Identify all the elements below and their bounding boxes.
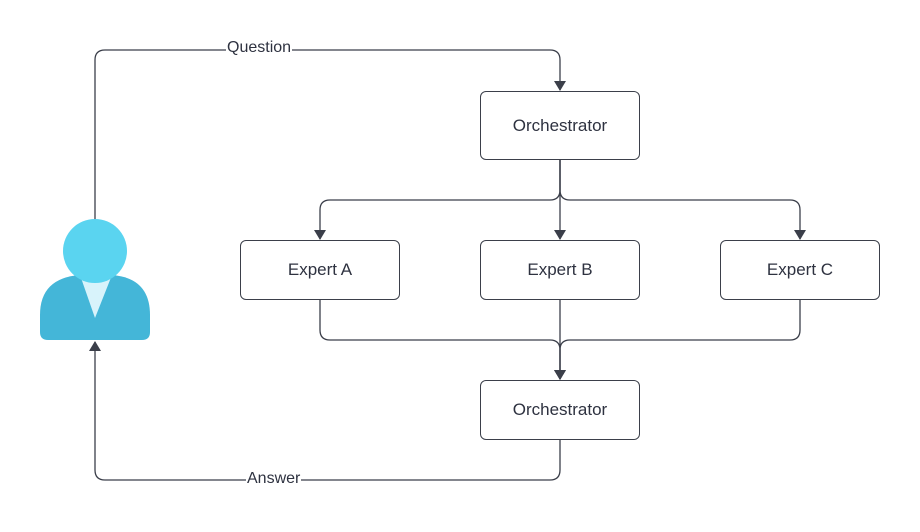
edge-orchestrator-expert-a <box>314 160 561 240</box>
question-label: Question <box>226 39 293 57</box>
expert-b-label: Expert B <box>527 260 593 279</box>
expert-a-label: Expert A <box>287 260 353 279</box>
edge-expert-c-orchestrator <box>554 300 801 380</box>
edge-answer <box>89 341 561 481</box>
expert-c-node: Expert C <box>720 240 880 300</box>
user-head <box>63 219 127 283</box>
user-icon <box>40 219 150 340</box>
expert-b-node: Expert B <box>480 240 640 300</box>
expert-a-node: Expert A <box>240 240 400 300</box>
edge-expert-a-orchestrator <box>319 300 566 380</box>
expert-c-label: Expert C <box>766 260 834 279</box>
edge-orchestrator-expert-c <box>559 160 806 240</box>
orchestrator-bottom-label: Orchestrator <box>512 400 608 419</box>
orchestrator-top-node: Orchestrator <box>480 91 640 160</box>
orchestrator-top-label: Orchestrator <box>512 115 608 135</box>
user-collar <box>80 275 112 318</box>
edge-question <box>94 49 566 220</box>
answer-label: Answer <box>246 470 302 488</box>
orchestrator-bottom-node: Orchestrator <box>480 380 640 440</box>
